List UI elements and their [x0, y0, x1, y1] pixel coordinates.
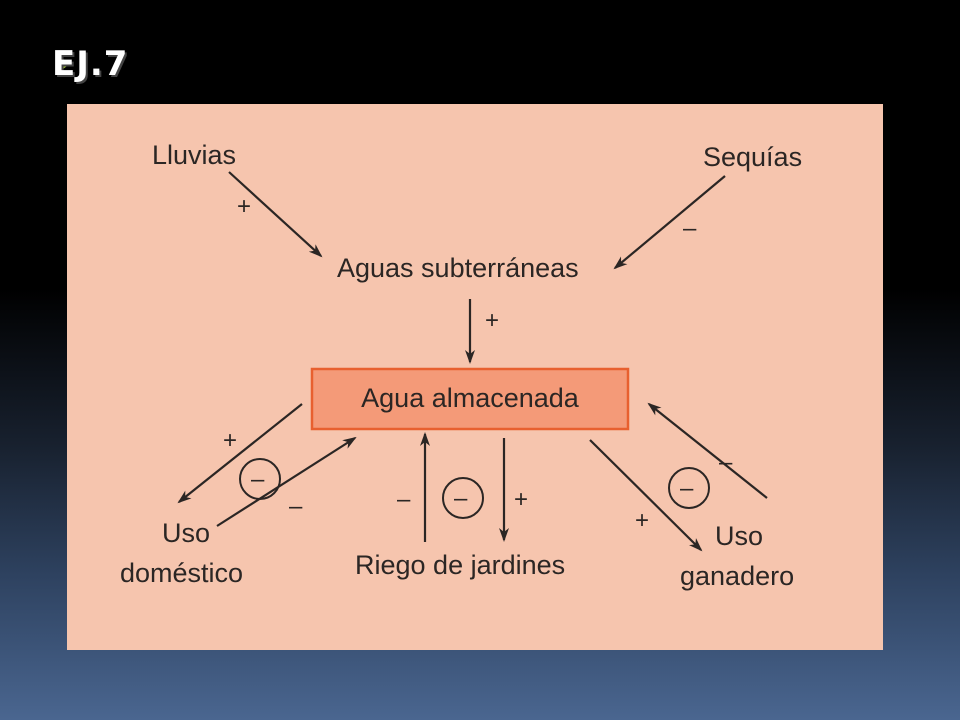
node-uso-domestico-line2: doméstico — [120, 558, 243, 588]
arrow-lluvias-to-aguas — [228, 171, 323, 258]
arrow-sequias-to-aguas — [613, 175, 726, 270]
arrow-almacenada-to-domestico — [177, 403, 303, 504]
agua-almacenada-box — [310, 367, 630, 431]
slide-title: EJ.7 — [52, 44, 129, 84]
diagram-panel: Lluvias Sequías Aguas subterráneas Agua … — [67, 104, 883, 650]
sign-domestico-to-almacenada: – — [289, 493, 303, 520]
sign-riego-loop: – — [454, 485, 468, 512]
sign-aguas-to-almacenada: + — [485, 307, 499, 334]
sign-lluvias-to-aguas: + — [237, 193, 251, 220]
sign-almacenada-to-ganadero: + — [635, 507, 649, 534]
arrow-domestico-to-almacenada — [216, 436, 357, 527]
sign-domestico-loop: – — [251, 466, 265, 493]
node-uso-ganadero-line1: Uso — [715, 521, 763, 551]
node-uso-ganadero-line2: ganadero — [680, 561, 794, 591]
loop-circle-riego — [442, 477, 484, 519]
sign-ganadero-loop: – — [680, 475, 694, 502]
node-uso-domestico-line1: Uso — [162, 518, 210, 548]
node-aguas-subterraneas: Aguas subterráneas — [337, 253, 579, 283]
loop-circle-domestico — [239, 458, 281, 500]
causal-loop-diagram: Lluvias Sequías Aguas subterráneas Agua … — [120, 140, 802, 591]
title-bullet-icon — [56, 54, 70, 74]
arrow-ganadero-to-almacenada — [647, 402, 768, 499]
sign-almacenada-to-riego: + — [514, 486, 528, 513]
node-sequias: Sequías — [703, 142, 802, 172]
node-agua-almacenada: Agua almacenada — [361, 383, 580, 413]
arrow-almacenada-to-ganadero — [589, 439, 703, 552]
node-riego-de-jardines: Riego de jardines — [355, 550, 565, 580]
sign-almacenada-to-domestico: + — [223, 427, 237, 454]
sign-ganadero-to-almacenada: – — [719, 449, 733, 476]
loop-circle-ganadero — [668, 467, 710, 509]
sign-riego-to-almacenada: – — [397, 486, 411, 513]
node-lluvias: Lluvias — [152, 140, 236, 170]
sign-sequias-to-aguas: – — [683, 215, 697, 242]
